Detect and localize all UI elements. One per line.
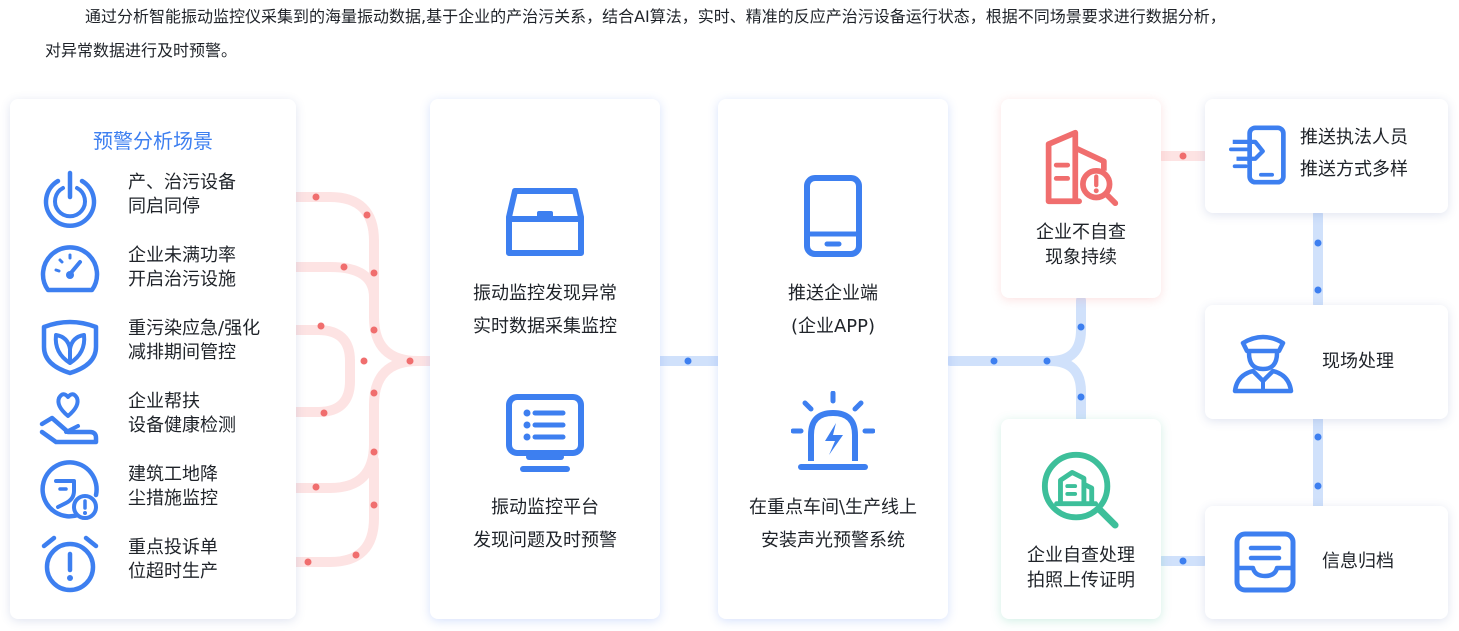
scene-text: 产、治污设备 同启同停	[128, 171, 236, 219]
alarm-clock-icon	[41, 535, 99, 593]
self-check-text: 企业自查处理 拍照上传证明	[1001, 543, 1161, 593]
intro-line-1: 通过分析智能振动监控仪采集到的海量振动数据,基于企业的产治污关系，结合AI算法，…	[85, 7, 1226, 26]
intro-line-2: 对异常数据进行及时预警。	[45, 41, 238, 60]
phone-icon	[804, 175, 862, 257]
text-line: 实时数据采集监控	[473, 316, 617, 337]
scene-line: 企业未满功率	[128, 245, 236, 266]
leaf-shield-icon	[41, 319, 99, 376]
building-search-icon	[1041, 451, 1119, 529]
text-line: 推送方式多样	[1300, 159, 1408, 180]
persist-card: 企业不自查 现象持续	[1001, 99, 1161, 298]
scene-line: 企业帮扶	[128, 391, 200, 412]
construction-dust-icon	[40, 460, 99, 520]
text-line: 发现问题及时预警	[473, 530, 617, 551]
text-line: 推送执法人员	[1300, 127, 1408, 148]
monitor-top-text: 振动监控发现异常 实时数据采集监控	[430, 277, 660, 343]
self-check-card: 企业自查处理 拍照上传证明	[1001, 419, 1161, 619]
scene-item: 产、治污设备 同启同停	[38, 167, 298, 231]
scene-line: 同启同停	[128, 196, 200, 217]
enforcement-text: 推送执法人员 推送方式多样	[1300, 122, 1408, 186]
scene-line: 尘措施监控	[128, 488, 218, 509]
scene-item: 企业帮扶 设备健康检测	[38, 386, 298, 450]
gauge-icon	[40, 245, 100, 293]
officer-icon	[1232, 334, 1294, 394]
text-line: 企业不自查	[1036, 222, 1126, 243]
storage-box-icon	[506, 188, 584, 256]
scene-line: 重污染应急/强化	[128, 318, 261, 339]
scene-line: 建筑工地降	[128, 464, 218, 485]
archive-box-icon	[1234, 531, 1296, 593]
onsite-card: 现场处理	[1205, 305, 1448, 419]
archive-text: 信息归档	[1322, 551, 1394, 572]
hand-heart-icon	[39, 392, 99, 445]
text-line: 现象持续	[1045, 247, 1117, 268]
monitor-card: 振动监控发现异常 实时数据采集监控 振动监控平台 发现问题及时预警	[430, 99, 660, 619]
enforcement-card: 推送执法人员 推送方式多样	[1205, 99, 1448, 213]
persist-text: 企业不自查 现象持续	[1001, 220, 1161, 270]
scene-text: 企业未满功率 开启治污设施	[128, 244, 236, 292]
scenes-card: 预警分析场景 产、治污设备 同启同停 企业未满功率 开启治污设施	[10, 99, 296, 619]
text-line: (企业APP)	[790, 316, 876, 337]
monitor-bottom-text: 振动监控平台 发现问题及时预警	[430, 491, 660, 557]
alarm-light-icon	[791, 391, 875, 470]
scene-line: 开启治污设施	[128, 269, 236, 290]
scene-text: 企业帮扶 设备健康检测	[128, 390, 236, 438]
scene-item: 建筑工地降 尘措施监控	[38, 459, 298, 523]
scene-line: 减排期间管控	[128, 342, 236, 363]
text-line: 在重点车间\生产线上	[748, 497, 918, 518]
scene-item: 重点投诉单 位超时生产	[38, 532, 298, 596]
text-line: 拍照上传证明	[1027, 570, 1135, 591]
text-line: 企业自查处理	[1027, 545, 1135, 566]
archive-card: 信息归档	[1205, 506, 1448, 619]
text-line: 推送企业端	[788, 283, 878, 304]
scene-item: 企业未满功率 开启治污设施	[38, 240, 298, 304]
scene-text: 重点投诉单 位超时生产	[128, 536, 218, 584]
scene-line: 设备健康检测	[128, 415, 236, 436]
monitor-screen-icon	[506, 394, 584, 472]
power-icon	[43, 170, 97, 228]
building-alert-icon	[1045, 129, 1119, 207]
intro-paragraph: 通过分析智能振动监控仪采集到的海量振动数据,基于企业的产治污关系，结合AI算法，…	[45, 0, 1435, 68]
text-line: 安装声光预警系统	[761, 530, 905, 551]
push-card: 推送企业端 (企业APP) 在重点车间\生产线上 安装声光预警系统	[718, 99, 948, 619]
phone-message-icon	[1229, 125, 1286, 185]
push-bottom-text: 在重点车间\生产线上 安装声光预警系统	[718, 491, 948, 557]
scenes-title: 预警分析场景	[93, 129, 213, 153]
text-line: 振动监控平台	[491, 497, 599, 518]
onsite-text: 现场处理	[1322, 351, 1394, 372]
scene-text: 建筑工地降 尘措施监控	[128, 463, 218, 511]
scene-line: 重点投诉单	[128, 537, 218, 558]
text-line: 振动监控发现异常	[473, 283, 617, 304]
scene-text: 重污染应急/强化 减排期间管控	[128, 317, 260, 365]
scene-line: 位超时生产	[128, 561, 218, 582]
push-top-text: 推送企业端 (企业APP)	[718, 277, 948, 343]
scene-line: 产、治污设备	[128, 172, 236, 193]
scene-item: 重污染应急/强化 减排期间管控	[38, 313, 298, 377]
